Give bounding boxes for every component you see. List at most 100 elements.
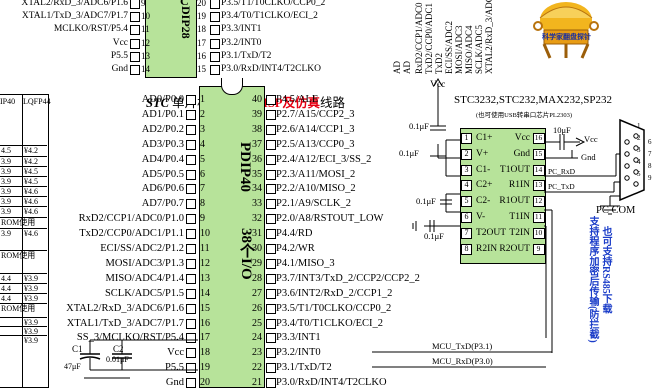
cap-label-1: 0.1μF bbox=[409, 121, 429, 131]
pin-box bbox=[461, 196, 472, 208]
db9-label: PC COM bbox=[596, 205, 636, 216]
main-chip-right-pin-name: P2.3/A11/MOSI_2 bbox=[276, 168, 356, 180]
pin-box bbox=[461, 133, 472, 144]
pin-box bbox=[533, 212, 545, 223]
table-cell: ¥4.2 bbox=[24, 157, 38, 166]
title-isp: ISP及仿真 bbox=[263, 96, 320, 110]
table-cell: 3.9 bbox=[1, 167, 11, 176]
pin-box bbox=[210, 65, 220, 75]
main-chip-left-pin-num: 19 bbox=[200, 362, 210, 374]
main-chip-left-pin-num: 13 bbox=[200, 272, 210, 284]
table-row-divider bbox=[0, 186, 47, 187]
table-cell: ¥3.9 bbox=[24, 294, 38, 303]
table-row-divider bbox=[0, 293, 47, 294]
mcu-rxd-label: MCU_RxD(P3.0) bbox=[432, 356, 493, 366]
max232-subtitle: (也可使用USB转串口芯片PL2303) bbox=[476, 112, 573, 119]
pin-box bbox=[461, 164, 472, 176]
top-chip-c-letter: C bbox=[180, 0, 189, 8]
main-chip-left-pin-num: 8 bbox=[200, 198, 205, 210]
main-chip-name: PDIP40 bbox=[237, 142, 253, 192]
pin-box bbox=[266, 95, 276, 105]
max232-left-pin-name: R2IN bbox=[476, 243, 498, 254]
main-chip-right-pin-name: P3.4/T0/T1CLKO/ECI_2 bbox=[276, 317, 384, 329]
max232-left-pin-num: 1 bbox=[464, 133, 469, 142]
main-chip-left-pin-name: TxD2/CCP0/ADC1/P1.1 bbox=[79, 228, 184, 240]
main-chip-right-pin-num: 33 bbox=[252, 198, 262, 210]
pin-box bbox=[266, 273, 276, 284]
top-chip-body bbox=[145, 0, 197, 78]
max232-left-pin-name: C2+ bbox=[476, 180, 493, 191]
db9-pin-number: 6 bbox=[648, 138, 652, 146]
cap-label-2: 0.1μF bbox=[399, 148, 419, 158]
pin-box bbox=[186, 124, 196, 135]
table-row-divider bbox=[0, 283, 47, 284]
db9-pin-number: 4 bbox=[637, 158, 641, 166]
main-chip-right-pin-num: 39 bbox=[252, 108, 262, 120]
pin-box bbox=[266, 244, 276, 254]
db9-pin-number: 7 bbox=[648, 150, 652, 158]
pin-box bbox=[533, 227, 545, 239]
main-chip-right-pin-num: 40 bbox=[252, 94, 262, 105]
pin-box bbox=[186, 303, 196, 314]
pin-box bbox=[186, 288, 196, 299]
main-chip-right-pin-name: P3.2/INT0 bbox=[276, 347, 321, 359]
side-note-line1: 支持程序加密后传输(防拦截) bbox=[587, 216, 598, 343]
main-chip-right-pin-name: P3.6/INT2/RxD_2/CCP1_2 bbox=[276, 287, 393, 299]
main-chip-left-pin-num: 2 bbox=[200, 108, 205, 120]
main-chip-left-pin-num: 12 bbox=[200, 257, 210, 269]
main-chip-left-pin-name: AD3/P0.3 bbox=[141, 138, 184, 150]
max232-left-pin-num: 7 bbox=[464, 227, 469, 237]
main-chip-right-pin-num: 35 bbox=[252, 168, 262, 180]
table-header: IP40 bbox=[0, 97, 16, 106]
max232-right-pin-num: 15 bbox=[534, 148, 543, 158]
pin-box bbox=[186, 244, 196, 254]
pin-box bbox=[533, 164, 545, 176]
logo-text: 科学家翻盘探针 bbox=[542, 33, 591, 41]
max232-left-pin-num: 6 bbox=[464, 212, 469, 221]
top-chip-left-pin-name: XTAL1/TxD_3/ADC7/P1.7 bbox=[21, 11, 128, 22]
main-chip-left-pin-name: AD2/P0.2 bbox=[141, 123, 184, 135]
side-note-line2: 也可支持RS485下载 bbox=[600, 226, 611, 314]
db9-pin-number: 8 bbox=[648, 162, 652, 170]
main-chip-left-pin-name: AD7/P0.7 bbox=[141, 198, 184, 210]
max232-right-pin-name: R1OUT bbox=[499, 196, 530, 207]
top-chip-left-pin-name: XTAL2/RxD_3/ADC6/P1.6 bbox=[21, 0, 128, 8]
c1-label: C1 bbox=[72, 344, 83, 354]
pin-box bbox=[533, 148, 545, 160]
table-cell: ROM使用 bbox=[1, 251, 36, 260]
main-chip-left-pin-num: 17 bbox=[200, 332, 210, 344]
top-chip-right-pin-name: P3.2/INT0 bbox=[221, 37, 262, 48]
top-chip-label: DIP28 bbox=[179, 6, 193, 39]
table-cell: ¥3.9 bbox=[24, 274, 38, 283]
pin-box bbox=[461, 227, 472, 239]
main-chip-right-pin-num: 26 bbox=[252, 302, 262, 314]
top-chip-left-pin-num: 11 bbox=[141, 24, 150, 35]
max232-right-pin-name: T1OUT bbox=[499, 164, 530, 175]
pin-box bbox=[186, 214, 196, 225]
table-cell: 4.4 bbox=[1, 294, 11, 303]
max232-left-pin-num: 3 bbox=[464, 164, 469, 174]
top-chip-left-pin-name: P5.5 bbox=[110, 50, 128, 61]
logo-image: 科学家翻盘探针 bbox=[530, 0, 602, 62]
max232-body bbox=[460, 128, 546, 264]
main-chip-right-pin-num: 31 bbox=[252, 228, 262, 240]
main-chip-right-pin-name: P3.3/INT1 bbox=[276, 332, 321, 344]
top-vertical-label: MISO/ADC4 bbox=[464, 25, 474, 74]
pin-box bbox=[266, 378, 276, 389]
main-chip-left-pin-num: 16 bbox=[200, 317, 210, 329]
table-cell: 3.9 bbox=[1, 157, 11, 166]
max232-left-pin-num: 2 bbox=[464, 148, 469, 158]
main-chip-left-pin-num: 4 bbox=[200, 138, 205, 150]
top-vertical-label: TxD2 bbox=[434, 53, 444, 74]
main-chip-left-pin-name: SS_3/MCLKO/RST/P5.4 bbox=[76, 332, 184, 344]
max232-left-pin-num: 4 bbox=[464, 180, 469, 190]
main-chip-body bbox=[199, 86, 265, 388]
main-chip-left-pin-num: 9 bbox=[200, 213, 205, 225]
main-chip-notch bbox=[221, 78, 243, 95]
pin-box bbox=[266, 258, 276, 269]
top-vertical-label: ECI/SS/ADC2 bbox=[444, 20, 454, 74]
top-chip-right-pin-num: 16 bbox=[197, 50, 206, 61]
pin-box bbox=[533, 180, 545, 192]
main-chip-left-pin-name: Vcc bbox=[167, 347, 184, 359]
table-row-divider bbox=[0, 166, 47, 167]
